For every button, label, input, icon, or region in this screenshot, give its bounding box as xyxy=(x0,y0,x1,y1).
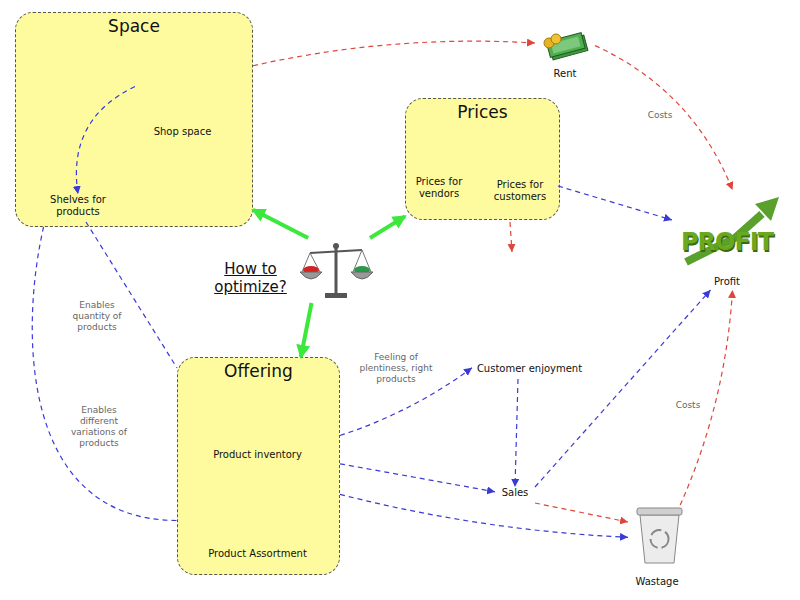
optimization-arrow xyxy=(301,303,312,357)
edge-label: Costs xyxy=(640,110,680,121)
icon-node: Shop space xyxy=(135,55,230,145)
bin-lid xyxy=(637,508,682,515)
trash-icon xyxy=(637,508,682,563)
node-label: Customer enjoyment xyxy=(472,363,587,375)
edge-label: Feeling of plentiness, right products xyxy=(356,352,436,385)
optimization-arrow xyxy=(253,210,308,238)
icon-node: How to optimize? xyxy=(208,238,375,303)
dashed-connector xyxy=(515,379,518,487)
recycle-symbol xyxy=(651,530,669,548)
text-node: Shelves for products xyxy=(38,194,118,222)
dashed-connector xyxy=(680,290,732,505)
node-label: Profit xyxy=(672,276,782,288)
box-title: Offering xyxy=(178,361,339,381)
optimization-arrow xyxy=(370,216,405,238)
node-label: Prices for vendors xyxy=(413,176,465,200)
growth-arrowhead xyxy=(755,197,779,221)
coin xyxy=(551,34,561,44)
dashed-connector xyxy=(32,227,177,521)
node-label: Product Assortment xyxy=(190,548,325,560)
money-icon xyxy=(544,32,588,60)
scale-pole xyxy=(335,246,338,295)
scale-base xyxy=(325,293,347,298)
text-node: Prices for customers xyxy=(482,179,558,207)
box-title: Space xyxy=(16,16,252,36)
group-box: PricesPrices for vendors Prices for custo… xyxy=(405,98,560,220)
node-label: Product inventory xyxy=(190,449,325,461)
text-node: Sales xyxy=(495,487,535,503)
scale-pan xyxy=(351,272,373,279)
text-node: Customer enjoyment xyxy=(472,363,587,379)
dashed-connector xyxy=(340,464,495,492)
dashed-connector xyxy=(558,186,672,220)
scale-beam xyxy=(310,250,362,253)
dashed-connector xyxy=(595,46,733,190)
node-label: Prices for customers xyxy=(482,179,558,203)
text-node: Product Assortment xyxy=(190,548,325,564)
edge-label: Costs xyxy=(668,400,708,411)
text-node: Prices for vendors xyxy=(413,176,465,218)
node-label: Sales xyxy=(495,487,535,499)
icon-node: Rent xyxy=(535,30,595,82)
node-label: PROFIT xyxy=(672,228,782,256)
stub-arrow xyxy=(510,222,512,252)
node-label: Rent xyxy=(535,68,595,80)
bin-body xyxy=(640,515,679,563)
node-label: Shop space xyxy=(135,126,230,138)
dashed-connector xyxy=(535,503,628,522)
edge-label: Enables different variations of products xyxy=(68,405,130,449)
dashed-connector xyxy=(535,290,711,487)
node-label: Wastage xyxy=(628,576,686,588)
dashed-connector xyxy=(86,222,177,368)
box-title: Prices xyxy=(406,102,559,122)
edge-label: Enables quantity of products xyxy=(68,300,126,333)
group-box: OfferingProduct inventoryProduct Assortm… xyxy=(177,357,340,575)
dashed-connector xyxy=(340,494,628,537)
icon-node: Wastage xyxy=(628,505,686,590)
scale-pan xyxy=(300,272,322,279)
node-label: How to optimize? xyxy=(208,260,293,296)
group-box: SpaceShop spaceShelves for products xyxy=(15,12,253,227)
icon-node: PROFIT Profit xyxy=(672,190,782,290)
scale-icon xyxy=(300,243,373,298)
text-node: Product inventory xyxy=(190,449,325,465)
node-label: Shelves for products xyxy=(38,194,118,218)
dashed-connector xyxy=(253,41,535,66)
scale-knob xyxy=(333,243,339,249)
